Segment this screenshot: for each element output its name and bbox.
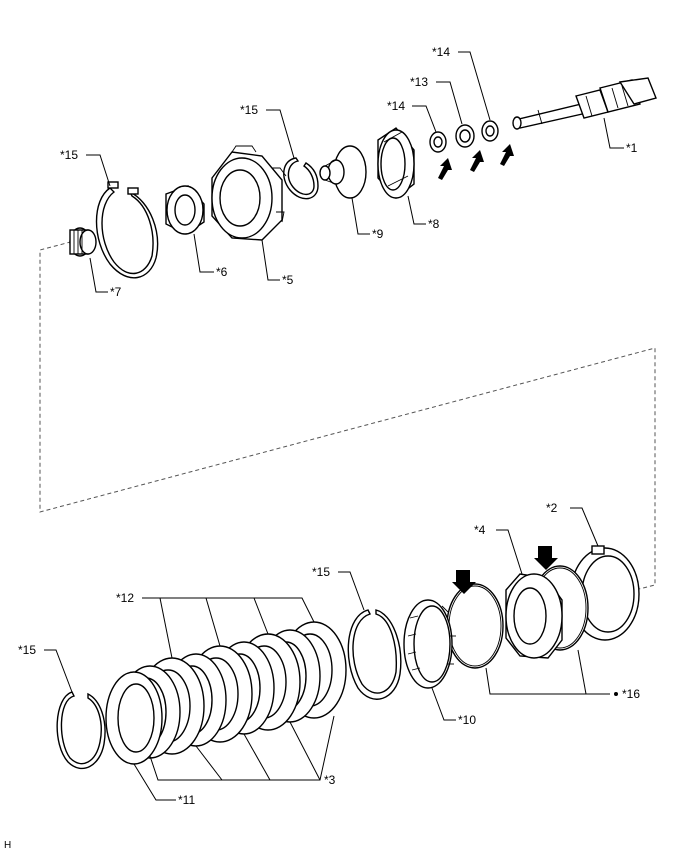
thrust-washer-top — [481, 120, 499, 142]
label-15-top: *15 — [240, 103, 258, 117]
flange-hub — [319, 145, 367, 199]
label-3: *3 — [324, 773, 336, 787]
shaft — [512, 77, 657, 130]
label-13: *13 — [410, 75, 428, 89]
thrust-washer-mid — [429, 131, 447, 153]
snap-ring-left — [95, 181, 159, 279]
label-5: *5 — [282, 273, 294, 287]
alignment-guide — [39, 239, 656, 591]
label-4: *4 — [474, 523, 486, 537]
pilot-bearing — [69, 227, 97, 257]
corner-code: H — [4, 840, 11, 851]
label-9: *9 — [372, 227, 384, 241]
label-2: *2 — [546, 501, 558, 515]
ring-gear — [377, 127, 415, 199]
clutch-flange-plate — [105, 671, 163, 765]
snap-ring-top — [283, 157, 319, 200]
seal-ring-left — [446, 583, 504, 669]
snap-ring-mid — [347, 609, 402, 700]
dot-marker — [614, 692, 618, 696]
label-15-mid: *15 — [312, 565, 330, 579]
piston — [505, 573, 563, 659]
return-spring — [403, 599, 456, 689]
label-14-mid: *14 — [387, 99, 405, 113]
label-7: *7 — [110, 285, 122, 299]
label-14-top: *14 — [432, 45, 450, 59]
label-10: *10 — [458, 713, 476, 727]
label-16: *16 — [622, 687, 640, 701]
install-direction-arrows-bottom — [452, 546, 558, 594]
label-8: *8 — [428, 217, 440, 231]
label-15-left: *15 — [60, 148, 78, 162]
leader-lines — [44, 51, 624, 801]
label-12: *12 — [116, 591, 134, 605]
needle-bearing — [165, 185, 205, 235]
thrust-bearing — [455, 124, 475, 148]
label-15-bottom: *15 — [18, 643, 36, 657]
labels: *14 *13 *14 *1 *15 *15 *9 *8 *6 *5 *7 *2… — [4, 45, 640, 851]
snap-ring-bottom — [56, 691, 106, 769]
label-1: *1 — [626, 141, 638, 155]
clutch-drum — [211, 145, 287, 241]
install-direction-arrows-top — [438, 144, 514, 180]
label-11: *11 — [178, 793, 195, 807]
label-6: *6 — [216, 265, 228, 279]
